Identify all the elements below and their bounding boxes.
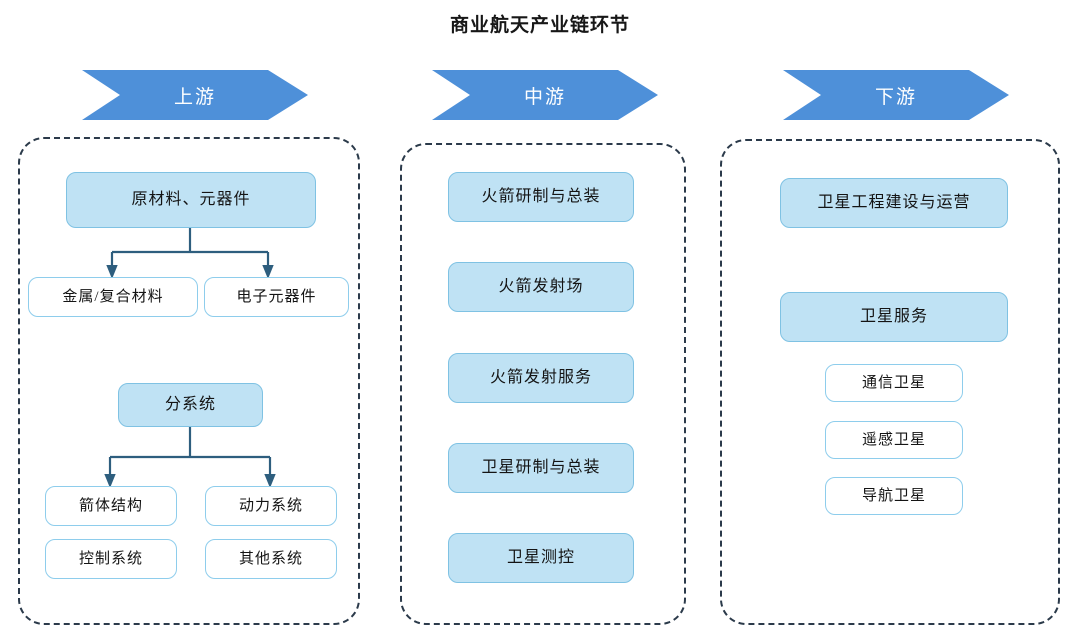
node-label: 电子元器件	[236, 288, 317, 305]
node-label: 分系统	[164, 396, 216, 414]
node-satellite-tracking[interactable]: 卫星测控	[448, 533, 634, 583]
stage-banner-label-upstream: 上游	[173, 86, 216, 108]
node-label: 动力系统	[238, 497, 303, 514]
node-label: 卫星研制与总装	[481, 459, 601, 477]
stage-banner-label-midstream: 中游	[523, 86, 566, 108]
node-label: 遥感卫星	[861, 431, 926, 448]
node-rocket-body-structure[interactable]: 箭体结构	[45, 486, 177, 526]
node-label: 卫星测控	[506, 549, 575, 567]
node-label: 原材料、元器件	[131, 191, 251, 209]
stage-container-downstream	[720, 139, 1060, 625]
node-label: 其他系统	[238, 550, 303, 567]
page-title: 商业航天产业链环节	[449, 15, 630, 36]
node-control-system[interactable]: 控制系统	[45, 539, 177, 579]
stage-banner-upstream[interactable]: 上游	[82, 70, 308, 120]
node-satellite-development[interactable]: 卫星研制与总装	[448, 443, 634, 493]
node-label: 通信卫星	[861, 374, 926, 391]
node-subsystem[interactable]: 分系统	[118, 383, 263, 427]
node-label: 火箭发射服务	[489, 369, 592, 387]
stage-container-midstream	[400, 143, 686, 625]
stage-container-upstream	[18, 137, 360, 625]
node-communication-satellite[interactable]: 通信卫星	[825, 364, 963, 402]
node-label: 金属/复合材料	[62, 288, 164, 305]
node-electronic-components[interactable]: 电子元器件	[204, 277, 349, 317]
node-propulsion-system[interactable]: 动力系统	[205, 486, 337, 526]
node-satellite-service[interactable]: 卫星服务	[780, 292, 1008, 342]
node-raw-materials[interactable]: 原材料、元器件	[66, 172, 316, 228]
node-launch-service[interactable]: 火箭发射服务	[448, 353, 634, 403]
node-label: 火箭研制与总装	[481, 188, 601, 206]
node-remote-sensing-satellite[interactable]: 遥感卫星	[825, 421, 963, 459]
stage-banner-label-downstream: 下游	[874, 86, 917, 108]
node-label: 卫星工程建设与运营	[817, 194, 971, 212]
node-metal-composite[interactable]: 金属/复合材料	[28, 277, 198, 317]
stage-banner-downstream[interactable]: 下游	[783, 70, 1009, 120]
stage-banner-midstream[interactable]: 中游	[432, 70, 658, 120]
node-label: 卫星服务	[859, 308, 928, 326]
node-label: 箭体结构	[78, 497, 143, 514]
node-label: 控制系统	[78, 550, 143, 567]
node-label: 导航卫星	[861, 487, 926, 504]
node-launch-site[interactable]: 火箭发射场	[448, 262, 634, 312]
node-label: 火箭发射场	[498, 278, 584, 296]
node-satellite-engineering[interactable]: 卫星工程建设与运营	[780, 178, 1008, 228]
node-rocket-development[interactable]: 火箭研制与总装	[448, 172, 634, 222]
node-other-system[interactable]: 其他系统	[205, 539, 337, 579]
node-navigation-satellite[interactable]: 导航卫星	[825, 477, 963, 515]
